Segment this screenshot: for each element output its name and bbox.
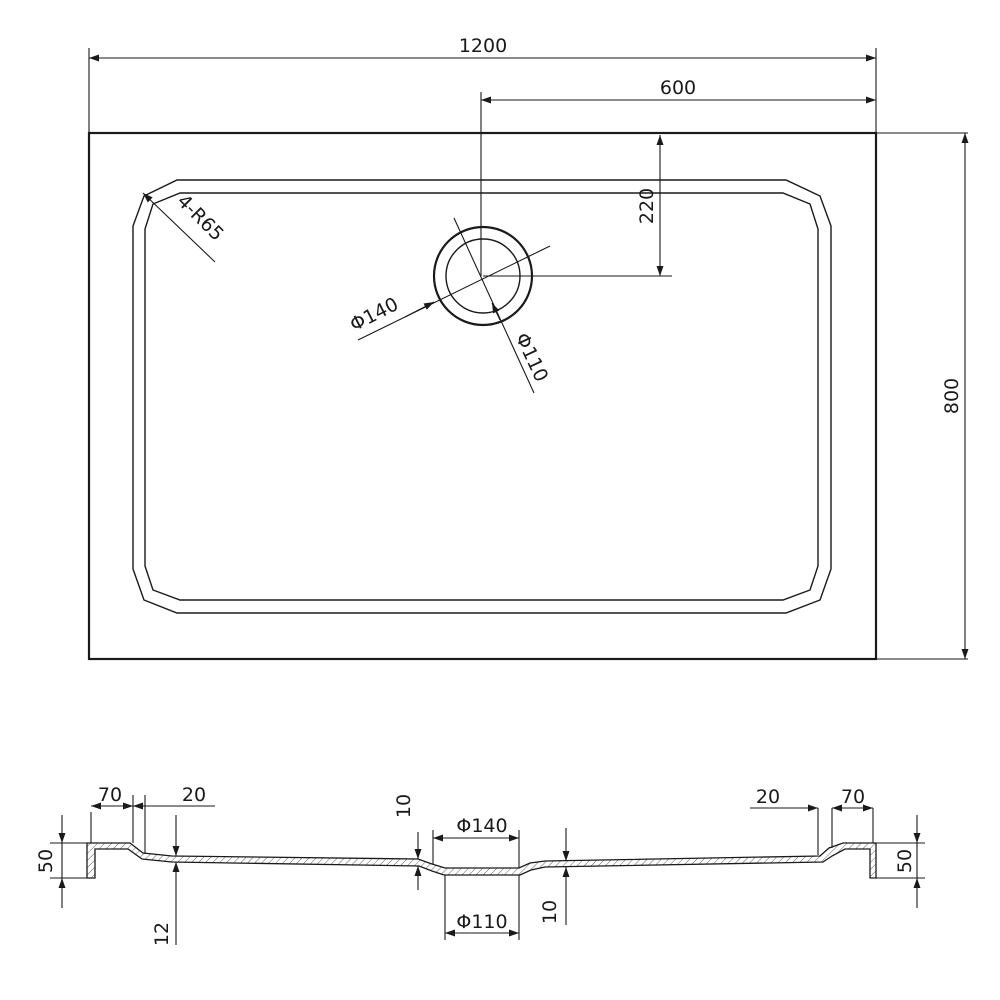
tray-outline (87, 131, 878, 661)
right-height-label: 50 (894, 849, 916, 873)
drain-bottom-label: 10 (539, 900, 561, 924)
drain-step-label: 10 (393, 794, 415, 818)
top-view: 1200 600 220 800 4-R65 Φ140 Φ110 (87, 35, 969, 661)
section-view: 70 20 20 70 50 50 12 10 10 (35, 784, 925, 946)
section-phi110-label: Φ110 (456, 911, 507, 933)
basin-inner-edge (144, 192, 819, 601)
left-rim-label: 70 (98, 784, 122, 806)
dim-1200-label: 1200 (459, 35, 507, 57)
section-phi140-label: Φ140 (456, 815, 507, 837)
radius-label: 4-R65 (173, 190, 228, 245)
right-slope-label: 20 (756, 786, 780, 808)
section-profile (86, 842, 877, 879)
dim-600-label: 600 (660, 77, 696, 99)
phi110-label: Φ110 (511, 330, 553, 386)
left-height-label: 50 (35, 849, 57, 873)
left-slope-label: 20 (182, 784, 206, 806)
phi140-label: Φ140 (346, 293, 402, 336)
dim-800-label: 800 (941, 378, 963, 414)
dim-220-label: 220 (636, 188, 658, 224)
basin-outer-edge (132, 179, 832, 614)
leader-phi140 (357, 245, 551, 341)
leader-radius (142, 192, 216, 263)
right-rim-label: 70 (841, 786, 865, 808)
base-thickness-label: 12 (151, 922, 173, 946)
